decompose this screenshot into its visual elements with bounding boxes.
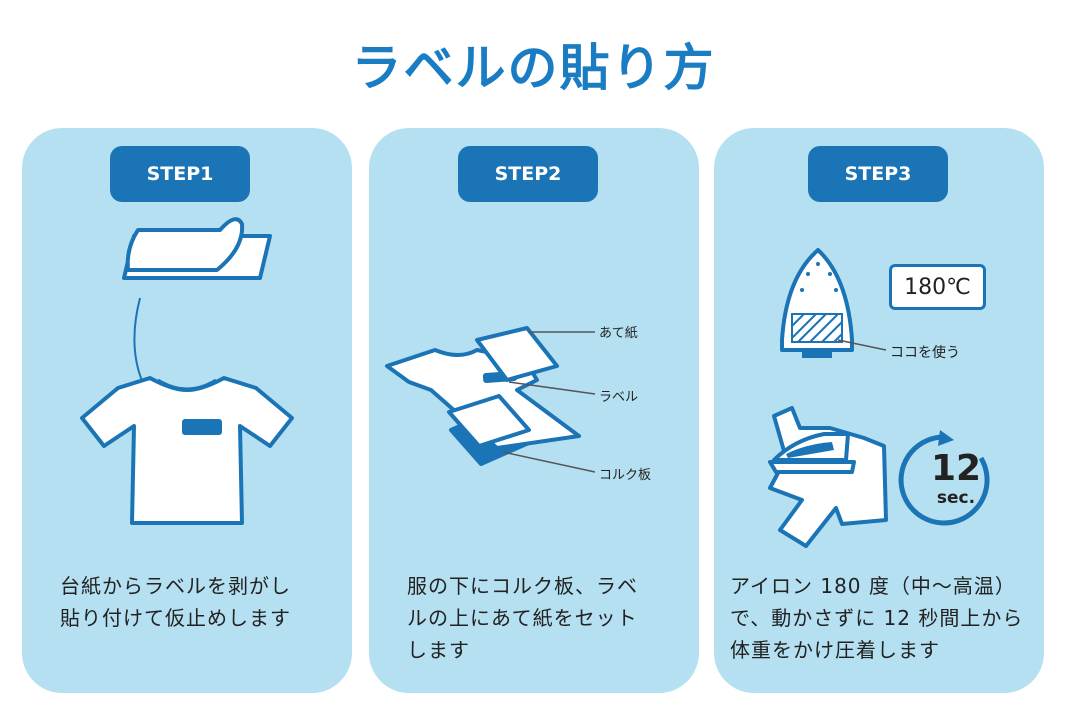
step2-badge: STEP2 [458, 146, 598, 202]
iron-icon [768, 432, 856, 474]
ironing-shirt-icon [768, 406, 888, 548]
step2-illustration [385, 326, 596, 473]
step3-badge: STEP3 [808, 146, 948, 202]
step3-illustration [768, 248, 990, 548]
timer-icon [898, 430, 990, 526]
page-title: ラベルの貼り方 [351, 39, 716, 97]
step2-description: 服の下にコルク板、ラベ ルの上にあて紙をセット します [407, 574, 638, 662]
timer-seconds: 12 [930, 448, 982, 489]
step1-description: 台紙からラベルを剥がし 貼り付けて仮止めします [60, 574, 291, 630]
step3-description: アイロン 180 度（中～高温） で、動かさずに 12 秒間上から 体重をかけ圧… [730, 574, 1024, 662]
tshirt-icon [80, 376, 294, 525]
timer-unit: sec. [936, 488, 976, 508]
step1-badge: STEP1 [110, 146, 250, 202]
cork-callout: コルク板 [599, 468, 652, 483]
step2-card: STEP2 あて紙 ラベル コルク板 服の下にコルク板、ラベ ルの上にあて紙をセ… [369, 128, 699, 693]
iron-callout: ココを使う [890, 345, 960, 361]
iron-soleplate-icon [780, 248, 854, 358]
step1-illustration [80, 217, 294, 525]
temperature-box: 180℃ [889, 264, 986, 310]
step1-card: STEP1 台紙からラベルを剥がし 貼り付けて仮止めします [22, 128, 352, 693]
label-on-shirt-icon [182, 419, 222, 435]
pressing-pad-icon [475, 326, 559, 382]
pad-callout: あて紙 [599, 326, 638, 341]
step3-card: STEP3 180℃ ココを使う 12 sec. アイロン [714, 128, 1044, 693]
label-callout: ラベル [599, 390, 639, 405]
label-peel-icon [122, 217, 272, 280]
